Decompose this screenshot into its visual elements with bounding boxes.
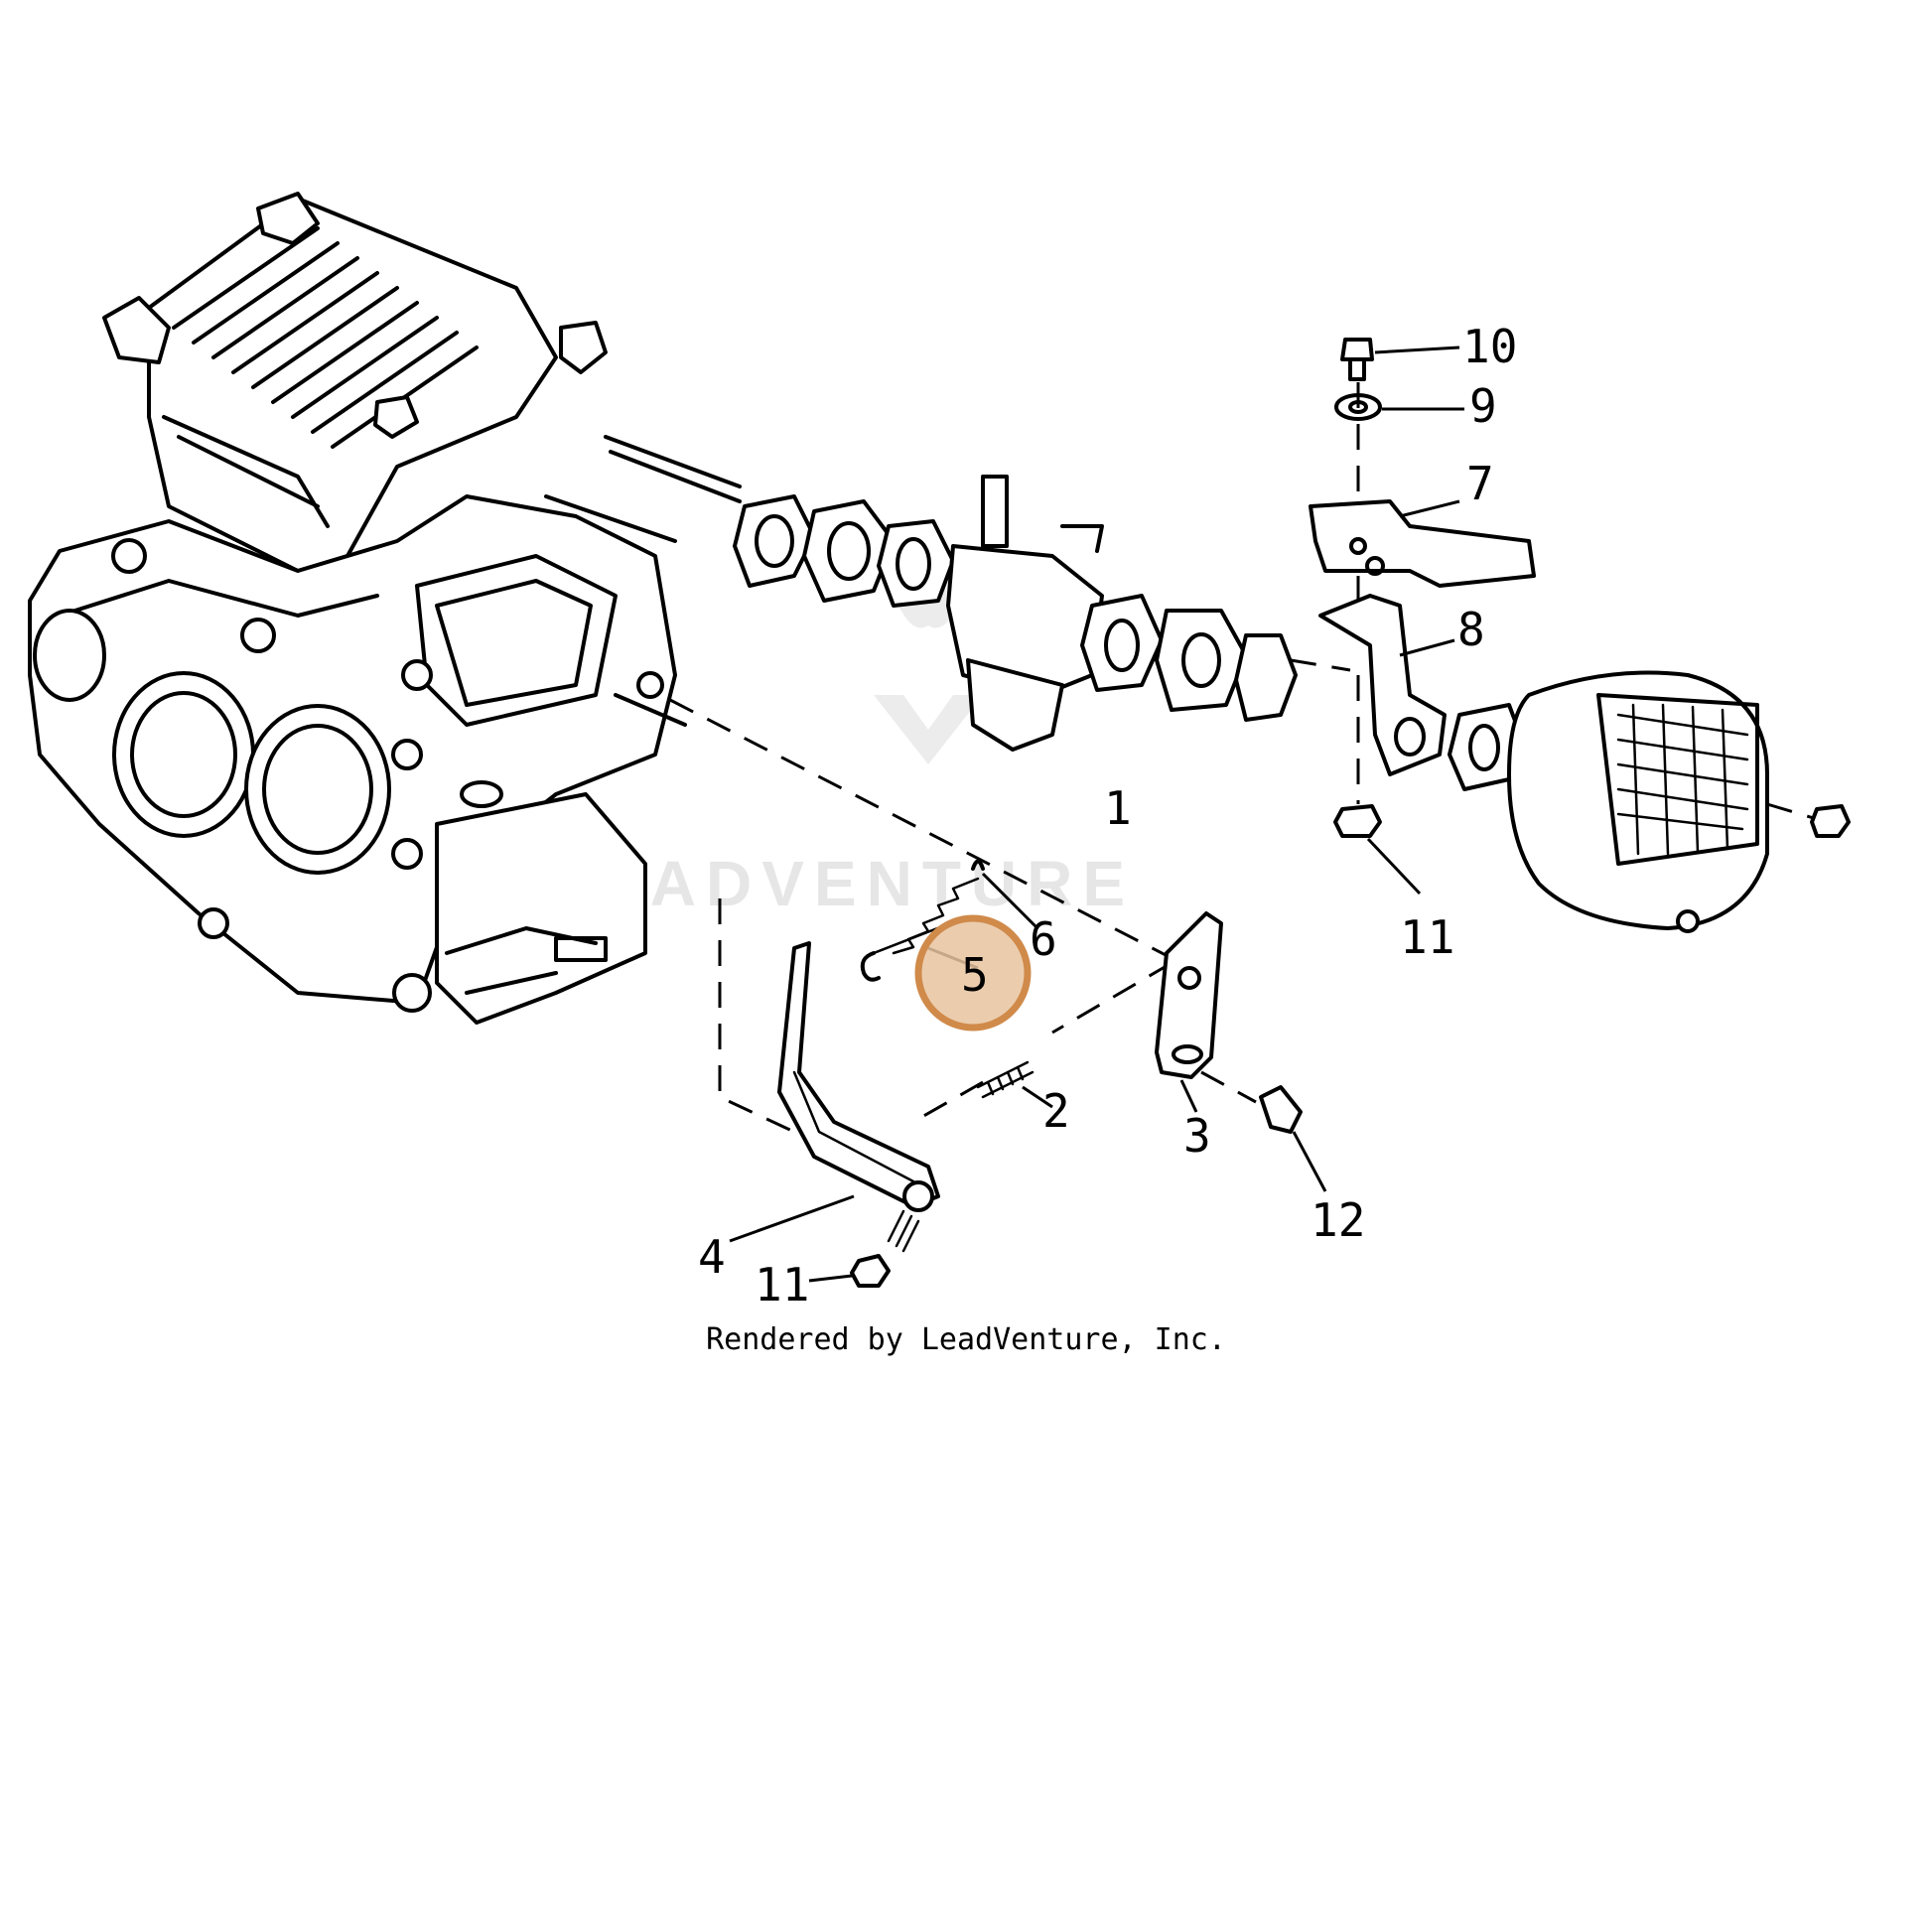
callout-10[interactable]: 10 <box>1462 320 1517 373</box>
render-caption: Rendered by LeadVenture, Inc. <box>706 1322 1226 1357</box>
nut-part-11-lower <box>808 1254 891 1288</box>
spring-part-6 <box>892 859 1039 955</box>
bolt-part-12 <box>1200 1070 1327 1192</box>
carburetor-assembly <box>733 475 1351 752</box>
callout-1[interactable]: 1 <box>1104 781 1132 835</box>
callout-5[interactable]: 5 <box>961 948 989 1002</box>
engine-block <box>28 192 742 1025</box>
bracket-part-7 <box>1309 499 1536 588</box>
callout-6[interactable]: 6 <box>1030 912 1057 966</box>
callout-11-lower[interactable]: 11 <box>755 1258 809 1311</box>
callout-9[interactable]: 9 <box>1469 379 1497 433</box>
spring-part-2 <box>976 1060 1053 1109</box>
callout-labels: 1 2 3 4 5 6 7 8 9 10 11 11 12 <box>698 320 1517 1311</box>
bolt-part-10 <box>1340 338 1460 381</box>
muffler <box>1448 670 1851 933</box>
dashed-reference-lines <box>669 698 1173 1134</box>
callout-2[interactable]: 2 <box>1042 1084 1070 1138</box>
callout-4[interactable]: 4 <box>698 1230 726 1284</box>
callout-11-upper[interactable]: 11 <box>1400 910 1454 964</box>
washer-part-9 <box>1334 393 1464 421</box>
governor-arm-part-4 <box>729 941 940 1253</box>
callout-8[interactable]: 8 <box>1457 603 1485 656</box>
plate-part-3 <box>1155 911 1223 1113</box>
callout-3[interactable]: 3 <box>1183 1109 1211 1163</box>
callout-7[interactable]: 7 <box>1466 457 1494 510</box>
highlight-marker[interactable] <box>914 914 1032 1032</box>
nut-part-11-upper <box>1333 804 1422 896</box>
callout-12[interactable]: 12 <box>1311 1193 1365 1247</box>
bracket-part-8 <box>1318 594 1455 776</box>
